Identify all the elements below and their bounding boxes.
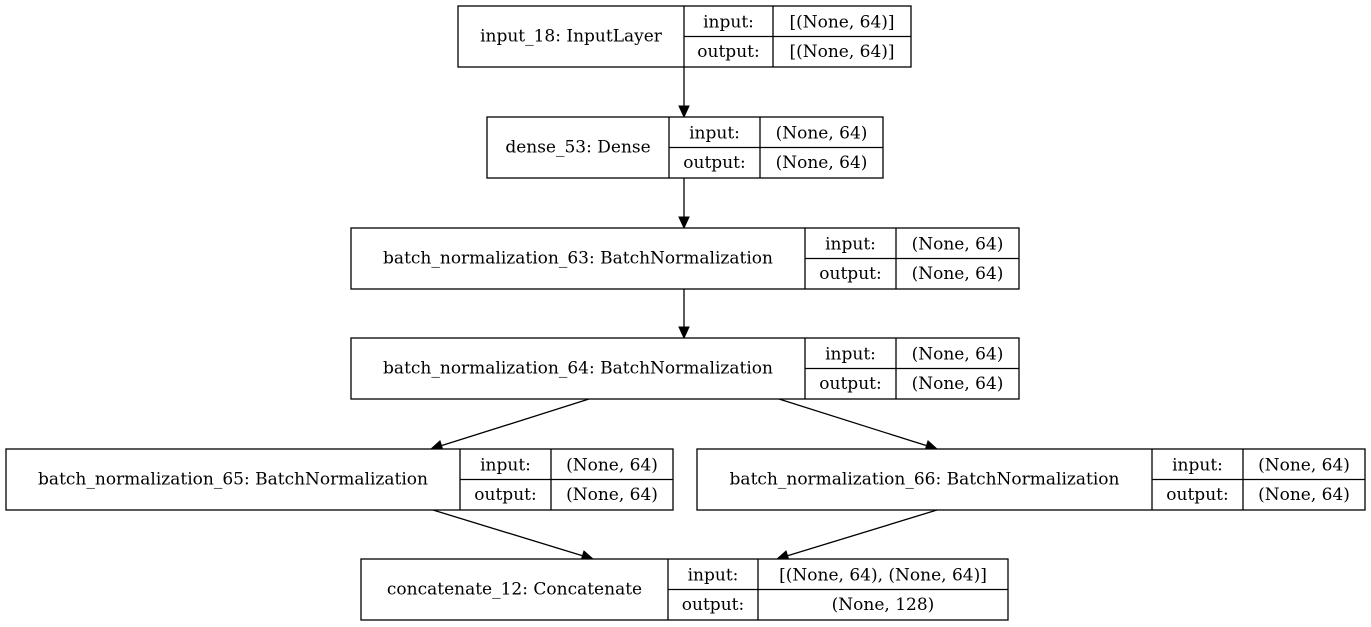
arrowhead-icon: [678, 216, 690, 230]
edge-line: [441, 398, 590, 447]
edge-bn_64-to-bn_66: [778, 398, 939, 452]
output-shape: (None, 64): [566, 485, 658, 505]
edge-bn_66-to-concat_12: [775, 509, 938, 562]
layer-name: batch_normalization_63: BatchNormalizati…: [383, 249, 773, 269]
layer-node-bn_65: batch_normalization_65: BatchNormalizati…: [5, 448, 674, 511]
layer-name: input_18: InputLayer: [480, 27, 663, 47]
layer-name: batch_normalization_66: BatchNormalizati…: [730, 470, 1120, 490]
input-label: input:: [825, 234, 876, 254]
edge-bn_64-to-bn_65: [429, 398, 590, 452]
nodes-layer: input_18: InputLayer input: output: [(None,…: [5, 5, 1366, 621]
arrowhead-icon: [678, 326, 690, 340]
edge-bn_63-to-bn_64: [678, 289, 690, 340]
input-label: input:: [1172, 455, 1223, 475]
input-shape: (None, 64): [776, 123, 868, 143]
layer-node-bn_63: batch_normalization_63: BatchNormalizati…: [350, 227, 1020, 290]
input-shape: (None, 64): [566, 455, 658, 475]
input-label: input:: [689, 123, 740, 143]
layer-node-dense_53: dense_53: Dense input: output: (None, 64) (N…: [486, 116, 884, 179]
output-label: output:: [1166, 485, 1228, 505]
input-label: input:: [825, 344, 876, 364]
output-shape: (None, 64): [912, 264, 1004, 284]
layer-name: batch_normalization_65: BatchNormalizati…: [38, 470, 428, 490]
layer-name: batch_normalization_64: BatchNormalizati…: [383, 359, 773, 379]
layer-node-input_18: input_18: InputLayer input: output: [(None,…: [457, 5, 912, 68]
edges-layer: [429, 67, 939, 562]
arrowhead-icon: [678, 105, 690, 119]
edge-line: [432, 509, 583, 557]
output-label: output:: [819, 374, 881, 394]
output-shape: (None, 64): [912, 374, 1004, 394]
layer-node-concat_12: concatenate_12: Concatenate input: output:…: [360, 558, 1009, 621]
output-label: output:: [682, 595, 744, 615]
layer-node-bn_66: batch_normalization_66: BatchNormalizati…: [696, 448, 1366, 511]
layer-name: concatenate_12: Concatenate: [387, 580, 642, 600]
input-shape: (None, 64): [1258, 455, 1350, 475]
edge-dense_53-to-bn_63: [678, 178, 690, 230]
output-shape: [(None, 64)]: [789, 42, 894, 62]
output-label: output:: [819, 264, 881, 284]
layer-name: dense_53: Dense: [505, 138, 650, 158]
input-shape: [(None, 64)]: [789, 12, 894, 32]
input-label: input:: [480, 455, 531, 475]
edge-input_18-to-dense_53: [678, 67, 690, 119]
edge-line: [778, 398, 927, 447]
output-label: output:: [683, 153, 745, 173]
edge-line: [787, 509, 938, 557]
output-label: output:: [697, 42, 759, 62]
output-label: output:: [474, 485, 536, 505]
input-shape: (None, 64): [912, 234, 1004, 254]
output-shape: (None, 64): [776, 153, 868, 173]
input-shape: (None, 64): [912, 344, 1004, 364]
edge-bn_65-to-concat_12: [432, 509, 595, 562]
layer-node-bn_64: batch_normalization_64: BatchNormalizati…: [350, 337, 1020, 400]
output-shape: (None, 64): [1258, 485, 1350, 505]
input-shape: [(None, 64), (None, 64)]: [779, 565, 987, 585]
output-shape: (None, 128): [832, 595, 935, 615]
input-label: input:: [703, 12, 754, 32]
input-label: input:: [688, 565, 739, 585]
